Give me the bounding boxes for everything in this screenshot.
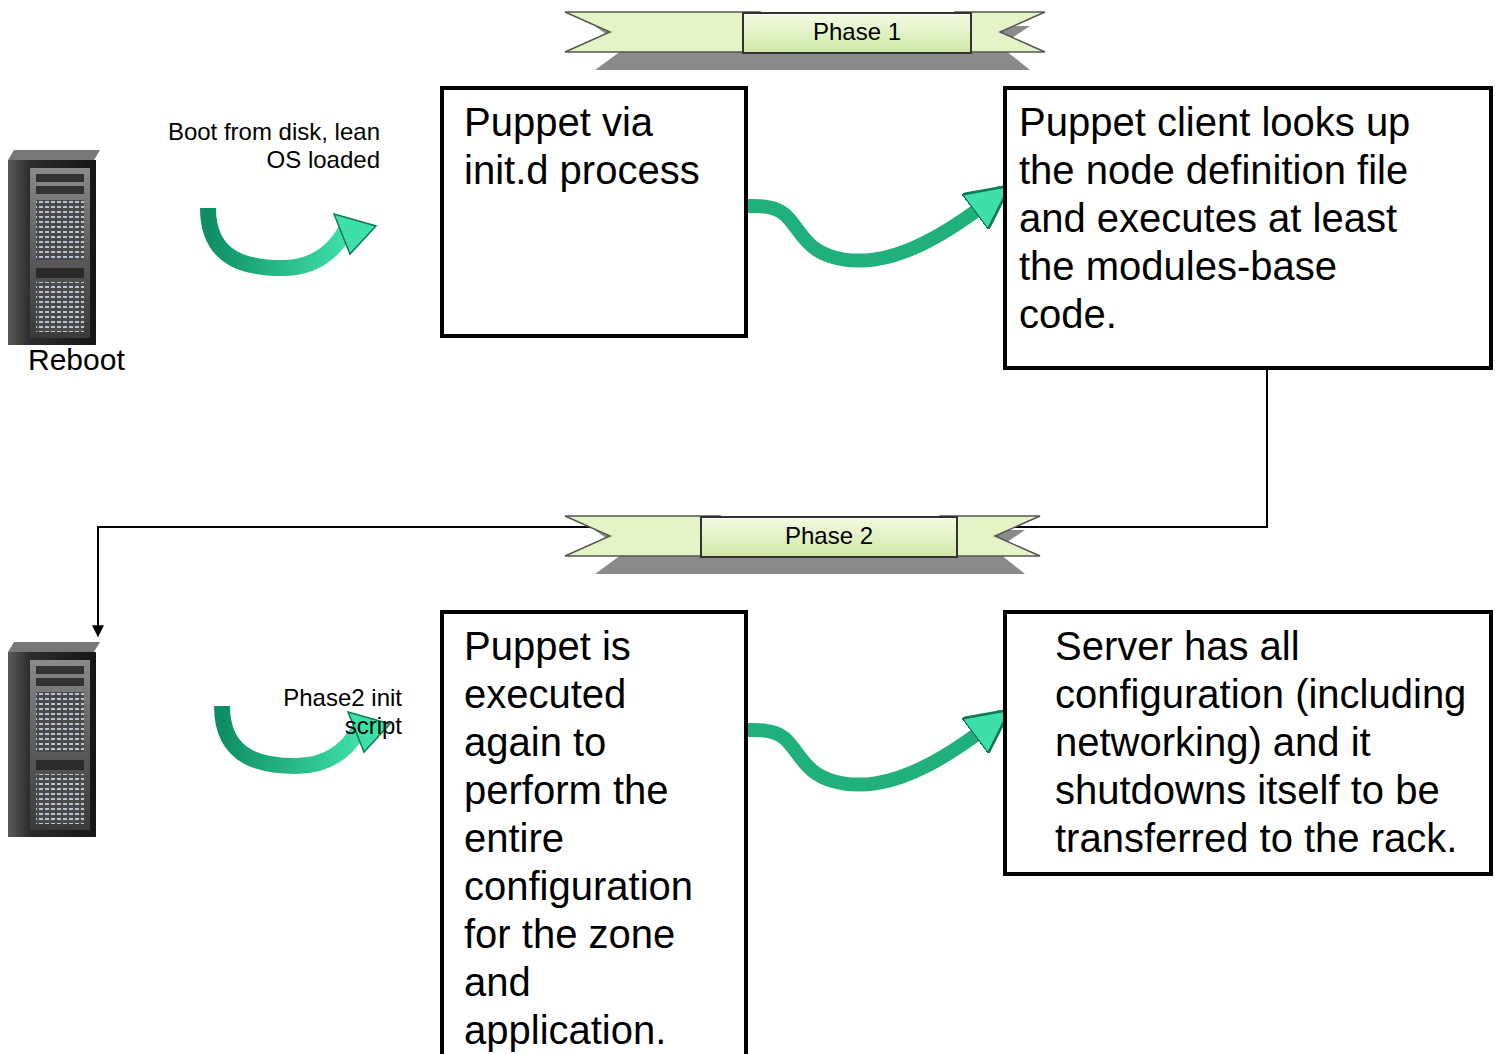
node-text: Puppet client looks up the node definiti… bbox=[1019, 98, 1429, 338]
node-text: Puppet is executed again to perform the … bbox=[464, 622, 714, 1054]
process-box: Puppet via init.d process bbox=[440, 86, 748, 338]
node-text: Phase 1 bbox=[750, 15, 964, 49]
step-label: Phase2 init script bbox=[240, 684, 402, 740]
node-text: Server has all configuration (including … bbox=[1055, 622, 1481, 862]
process-box: Server has all configuration (including … bbox=[1003, 610, 1493, 876]
curly-arrow bbox=[208, 208, 376, 268]
server-icon bbox=[8, 642, 100, 837]
server-icon bbox=[8, 150, 100, 345]
process-box: Puppet is executed again to perform the … bbox=[440, 610, 748, 1054]
phase-banner: Phase 1 bbox=[742, 12, 972, 54]
phase-banner: Phase 2 bbox=[700, 516, 958, 558]
ribbon-wings bbox=[565, 12, 1045, 70]
server-label: Reboot bbox=[28, 343, 150, 377]
ribbon-wings bbox=[565, 516, 1040, 574]
node-text: Puppet via init.d process bbox=[464, 98, 724, 194]
curly-arrow bbox=[748, 715, 1003, 785]
flow-line bbox=[98, 370, 1267, 636]
curly-arrow bbox=[748, 191, 1003, 261]
step-label: Boot from disk, lean OS loaded bbox=[150, 118, 380, 174]
process-box: Puppet client looks up the node definiti… bbox=[1003, 86, 1493, 370]
node-text: Phase 2 bbox=[708, 519, 950, 553]
